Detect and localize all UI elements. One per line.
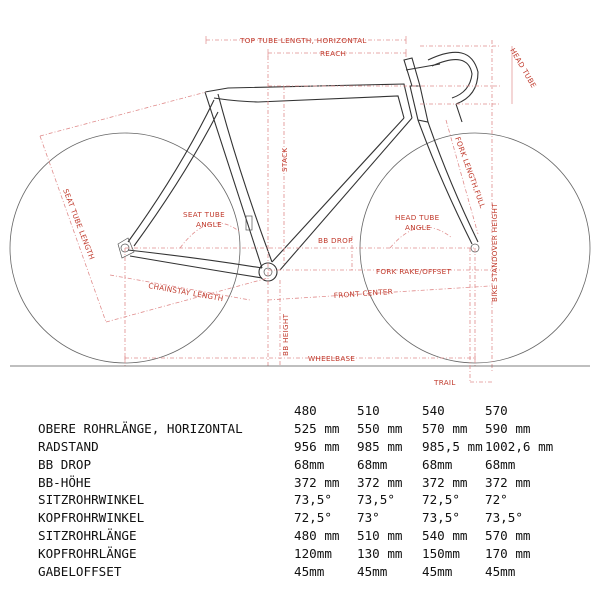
label-seat-tube-angle-1: SEAT TUBE	[183, 210, 225, 219]
cell-value: 73°	[357, 510, 380, 526]
row-label: OBERE ROHRLÄNGE, HORIZONTAL	[38, 421, 243, 437]
row-label: RADSTAND	[38, 438, 99, 454]
cell-value: 150mm	[422, 545, 460, 561]
label-seat-tube-length: SEAT TUBE LENGTH	[61, 187, 96, 261]
cell-value: 73,5°	[294, 492, 332, 508]
table-row: BB-HÖHE 372 mm 372 mm 372 mm 372 mm	[38, 473, 575, 491]
label-head-tube-angle-1: HEAD TUBE	[395, 213, 440, 222]
cell-value: 372 mm	[357, 474, 403, 490]
table-row: OBERE ROHRLÄNGE, HORIZONTAL 525 mm 550 m…	[38, 420, 575, 438]
geometry-table: 480 510 540 570 OBERE ROHRLÄNGE, HORIZON…	[38, 402, 575, 580]
table-row: KOPFROHRLÄNGE 120mm 130 mm 150mm 170 mm	[38, 544, 575, 562]
label-trail: TRAIL	[433, 378, 456, 387]
row-label: SITZROHRLÄNGE	[38, 527, 137, 543]
label-reach: REACH	[320, 49, 346, 58]
row-label: BB-HÖHE	[38, 474, 92, 490]
label-front-center: FRONT CENTER	[334, 287, 394, 300]
cell-value: 130 mm	[357, 545, 403, 561]
label-chainstay-length: CHAINSTAY LENGTH	[148, 281, 225, 303]
cell-value: 1002,6 mm	[485, 438, 554, 454]
table-row: SITZROHRWINKEL 73,5° 73,5° 72,5° 72°	[38, 491, 575, 509]
label-head-tube-angle-2: ANGLE	[405, 223, 431, 232]
size-header: 540	[422, 403, 445, 419]
row-label: KOPFROHRWINKEL	[38, 510, 145, 526]
table-row: KOPFROHRWINKEL 72,5° 73° 73,5° 73,5°	[38, 509, 575, 527]
cell-value: 570 mm	[485, 527, 531, 543]
cell-value: 68mm	[357, 456, 388, 472]
cell-value: 45mm	[422, 563, 453, 579]
cell-value: 956 mm	[294, 438, 340, 454]
table-header-row: 480 510 540 570	[38, 402, 575, 420]
cell-value: 550 mm	[357, 421, 403, 437]
cell-value: 45mm	[485, 563, 516, 579]
table-row: GABELOFFSET 45mm 45mm 45mm 45mm	[38, 562, 575, 580]
row-label: KOPFROHRLÄNGE	[38, 545, 137, 561]
size-header: 570	[485, 403, 508, 419]
label-head-tube: HEAD TUBE	[508, 47, 538, 90]
cell-value: 72,5°	[422, 492, 460, 508]
table-row: RADSTAND 956 mm 985 mm 985,5 mm 1002,6 m…	[38, 438, 575, 456]
label-fork-rake: FORK RAKE/OFFSET	[376, 267, 451, 276]
cell-value: 72,5°	[294, 510, 332, 526]
row-label: GABELOFFSET	[38, 563, 122, 579]
size-header: 510	[357, 403, 380, 419]
cell-value: 570 mm	[422, 421, 468, 437]
size-header: 480	[294, 403, 317, 419]
label-top-tube-horizontal: TOP TUBE LENGTH, HORIZONTAL	[239, 36, 367, 45]
cell-value: 525 mm	[294, 421, 340, 437]
cell-value: 73,5°	[357, 492, 395, 508]
cell-value: 120mm	[294, 545, 332, 561]
cell-value: 68mm	[294, 456, 325, 472]
row-label: SITZROHRWINKEL	[38, 492, 145, 508]
cell-value: 372 mm	[294, 474, 340, 490]
table-row: SITZROHRLÄNGE 480 mm 510 mm 540 mm 570 m…	[38, 527, 575, 545]
cell-value: 372 mm	[422, 474, 468, 490]
cell-value: 72°	[485, 492, 508, 508]
cell-value: 68mm	[485, 456, 516, 472]
cell-value: 73,5°	[422, 510, 460, 526]
label-wheelbase: WHEELBASE	[308, 354, 355, 363]
label-stack: STACK	[280, 148, 289, 172]
row-label: BB DROP	[38, 456, 92, 472]
cell-value: 68mm	[422, 456, 453, 472]
cell-value: 45mm	[357, 563, 388, 579]
label-bb-height: BB HEIGHT	[281, 313, 290, 356]
cell-value: 45mm	[294, 563, 325, 579]
table-header-empty	[38, 402, 294, 420]
cell-value: 170 mm	[485, 545, 531, 561]
cell-value: 985,5 mm	[422, 438, 483, 454]
cell-value: 540 mm	[422, 527, 468, 543]
label-bike-standover: BIKE STANDOVER HEIGHT	[490, 203, 499, 302]
cell-value: 480 mm	[294, 527, 340, 543]
bike-frame	[117, 51, 479, 282]
cell-value: 73,5°	[485, 510, 523, 526]
table-row: BB DROP 68mm 68mm 68mm 68mm	[38, 455, 575, 473]
cell-value: 372 mm	[485, 474, 531, 490]
cell-value: 590 mm	[485, 421, 531, 437]
label-seat-tube-angle-2: ANGLE	[196, 220, 222, 229]
label-bb-drop: BB DROP	[318, 236, 353, 245]
cell-value: 985 mm	[357, 438, 403, 454]
bike-geometry-diagram: TOP TUBE LENGTH, HORIZONTAL REACH HEAD T…	[9, 36, 591, 387]
cell-value: 510 mm	[357, 527, 403, 543]
